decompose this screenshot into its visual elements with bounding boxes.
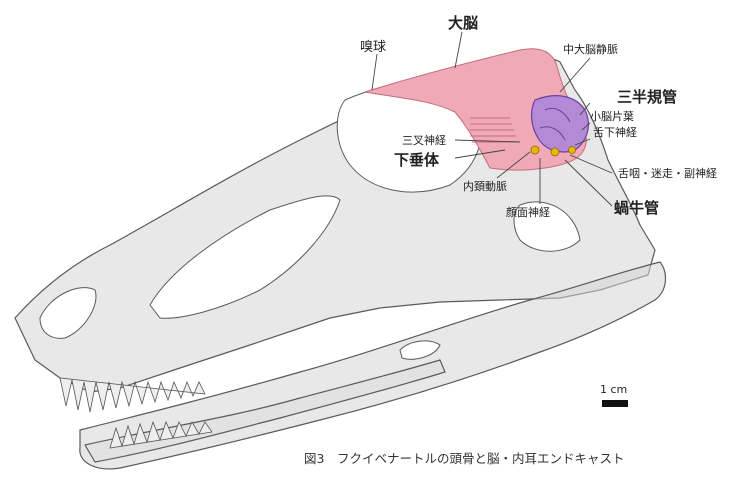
- figure-caption: 図3 フクイベナートルの頭骨と脳・内耳エンドキャスト: [304, 448, 624, 467]
- label-glossopharyngeal-vagus-accessory: 舌咽・迷走・副神経: [618, 165, 717, 181]
- label-hypoglossal-nerve: 舌下神経: [593, 124, 637, 140]
- nerve-root-3: [569, 147, 576, 154]
- scale-bar: [602, 400, 628, 407]
- label-cochlear-duct: 蝸牛管: [614, 197, 659, 218]
- scale-bar-label: 1 cm: [600, 383, 627, 396]
- label-trigeminal-nerve: 三叉神経: [402, 132, 446, 148]
- label-pituitary: 下垂体: [394, 149, 439, 170]
- label-middle-cerebral-vein: 中大脳静脈: [563, 41, 618, 57]
- label-facial-nerve: 顔面神経: [506, 204, 550, 220]
- label-cerebrum: 大脳: [448, 12, 478, 33]
- label-internal-carotid: 内頚動脈: [463, 178, 507, 194]
- label-semicircular-canals: 三半規管: [617, 86, 677, 107]
- nerve-root-2: [551, 148, 559, 156]
- nerve-root-1: [531, 146, 539, 154]
- label-flocculus: 小脳片葉: [590, 108, 634, 124]
- label-olfactory-bulb: 嗅球: [360, 36, 386, 55]
